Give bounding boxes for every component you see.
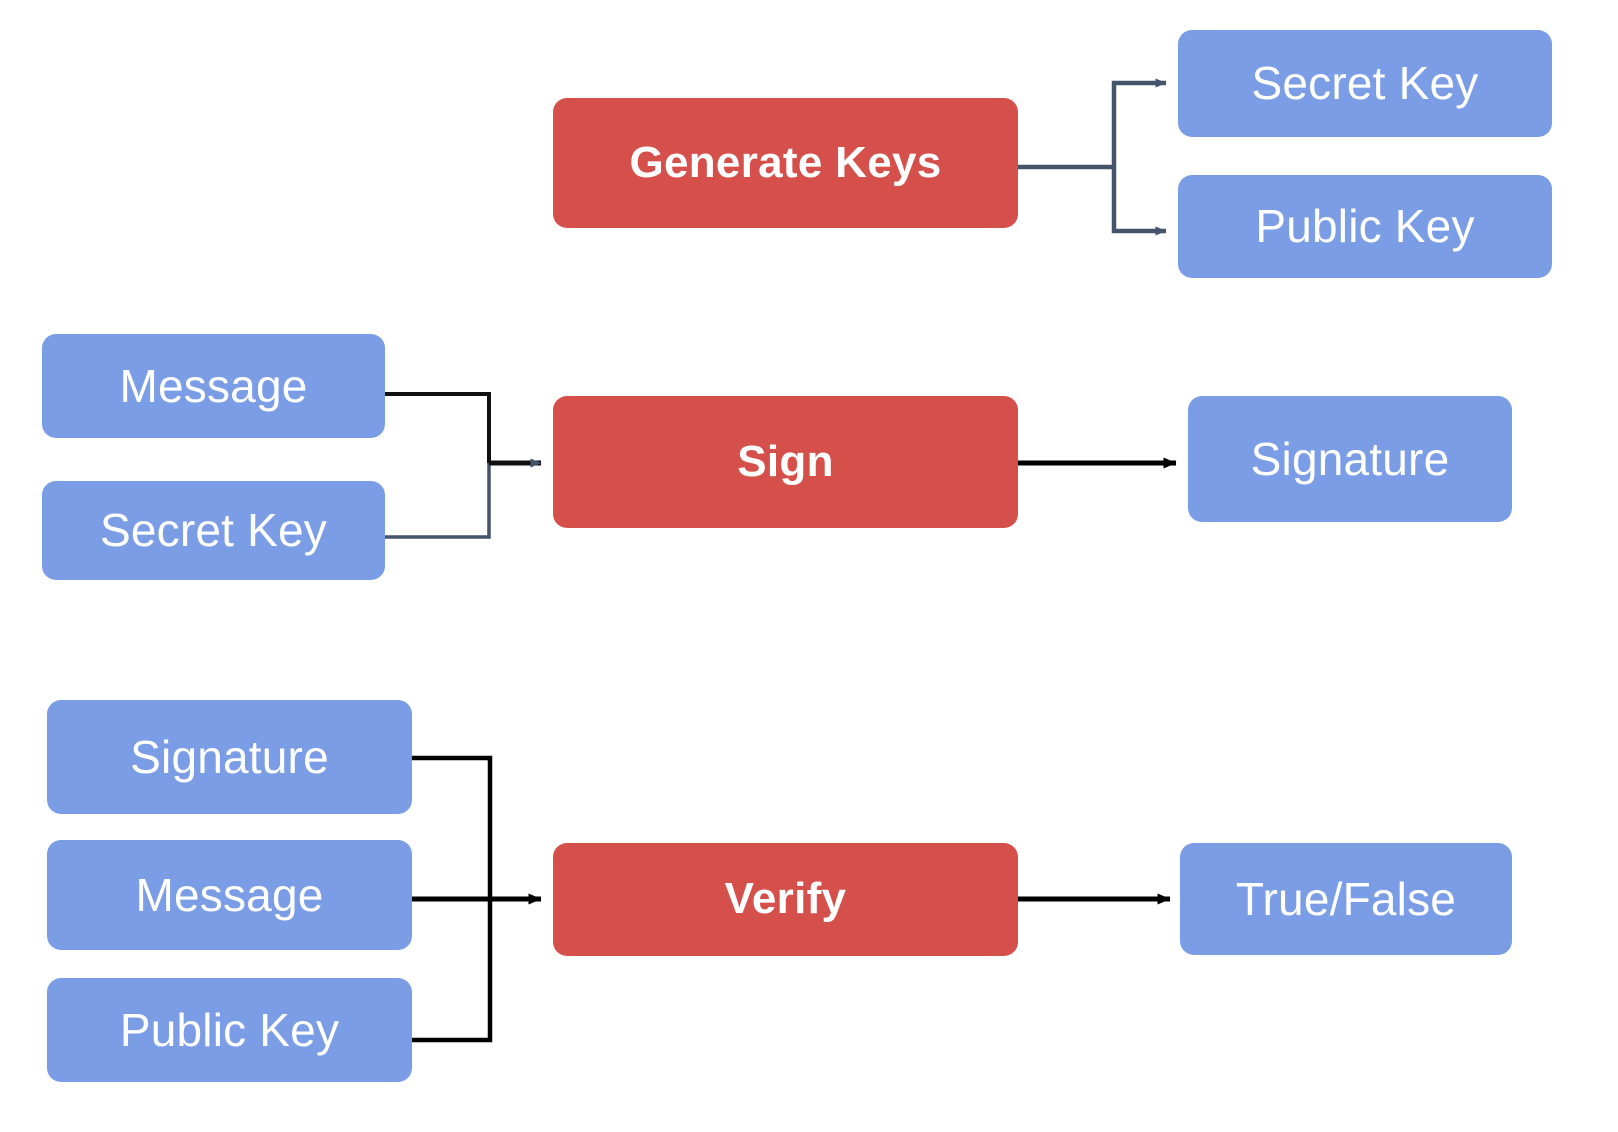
process-sign-label: Sign: [737, 436, 834, 486]
data-sign-input-message-label: Message: [119, 359, 308, 412]
process-verify[interactable]: Verify: [553, 843, 1018, 956]
data-sign-input-secret-key[interactable]: Secret Key: [42, 481, 385, 580]
process-generate-keys[interactable]: Generate Keys: [553, 98, 1018, 228]
data-sign-output-signature-label: Signature: [1250, 432, 1450, 485]
process-verify-label: Verify: [724, 874, 847, 924]
process-sign[interactable]: Sign: [553, 396, 1018, 528]
data-verify-input-signature[interactable]: Signature: [47, 700, 412, 814]
connector-generate-keys-split: [1018, 78, 1167, 236]
connector-verify-inputs: [412, 755, 542, 1043]
data-verify-input-signature-label: Signature: [130, 730, 329, 783]
data-public-key-output[interactable]: Public Key: [1178, 175, 1552, 278]
connector-sign-inputs: [385, 392, 542, 539]
data-verify-input-message-label: Message: [135, 868, 324, 921]
process-generate-keys-label: Generate Keys: [629, 137, 942, 187]
data-verify-input-message[interactable]: Message: [47, 840, 412, 950]
data-sign-input-secret-key-label: Secret Key: [100, 504, 327, 557]
data-secret-key-output[interactable]: Secret Key: [1178, 30, 1552, 137]
data-verify-output-true-false-label: True/False: [1235, 872, 1457, 925]
data-verify-output-true-false[interactable]: True/False: [1180, 843, 1512, 955]
data-public-key-output-label: Public Key: [1255, 200, 1475, 253]
data-secret-key-output-label: Secret Key: [1251, 57, 1479, 110]
data-sign-output-signature[interactable]: Signature: [1188, 396, 1512, 522]
data-sign-input-message[interactable]: Message: [42, 334, 385, 438]
data-verify-input-public-key-label: Public Key: [119, 1003, 340, 1056]
data-verify-input-public-key[interactable]: Public Key: [47, 978, 412, 1082]
